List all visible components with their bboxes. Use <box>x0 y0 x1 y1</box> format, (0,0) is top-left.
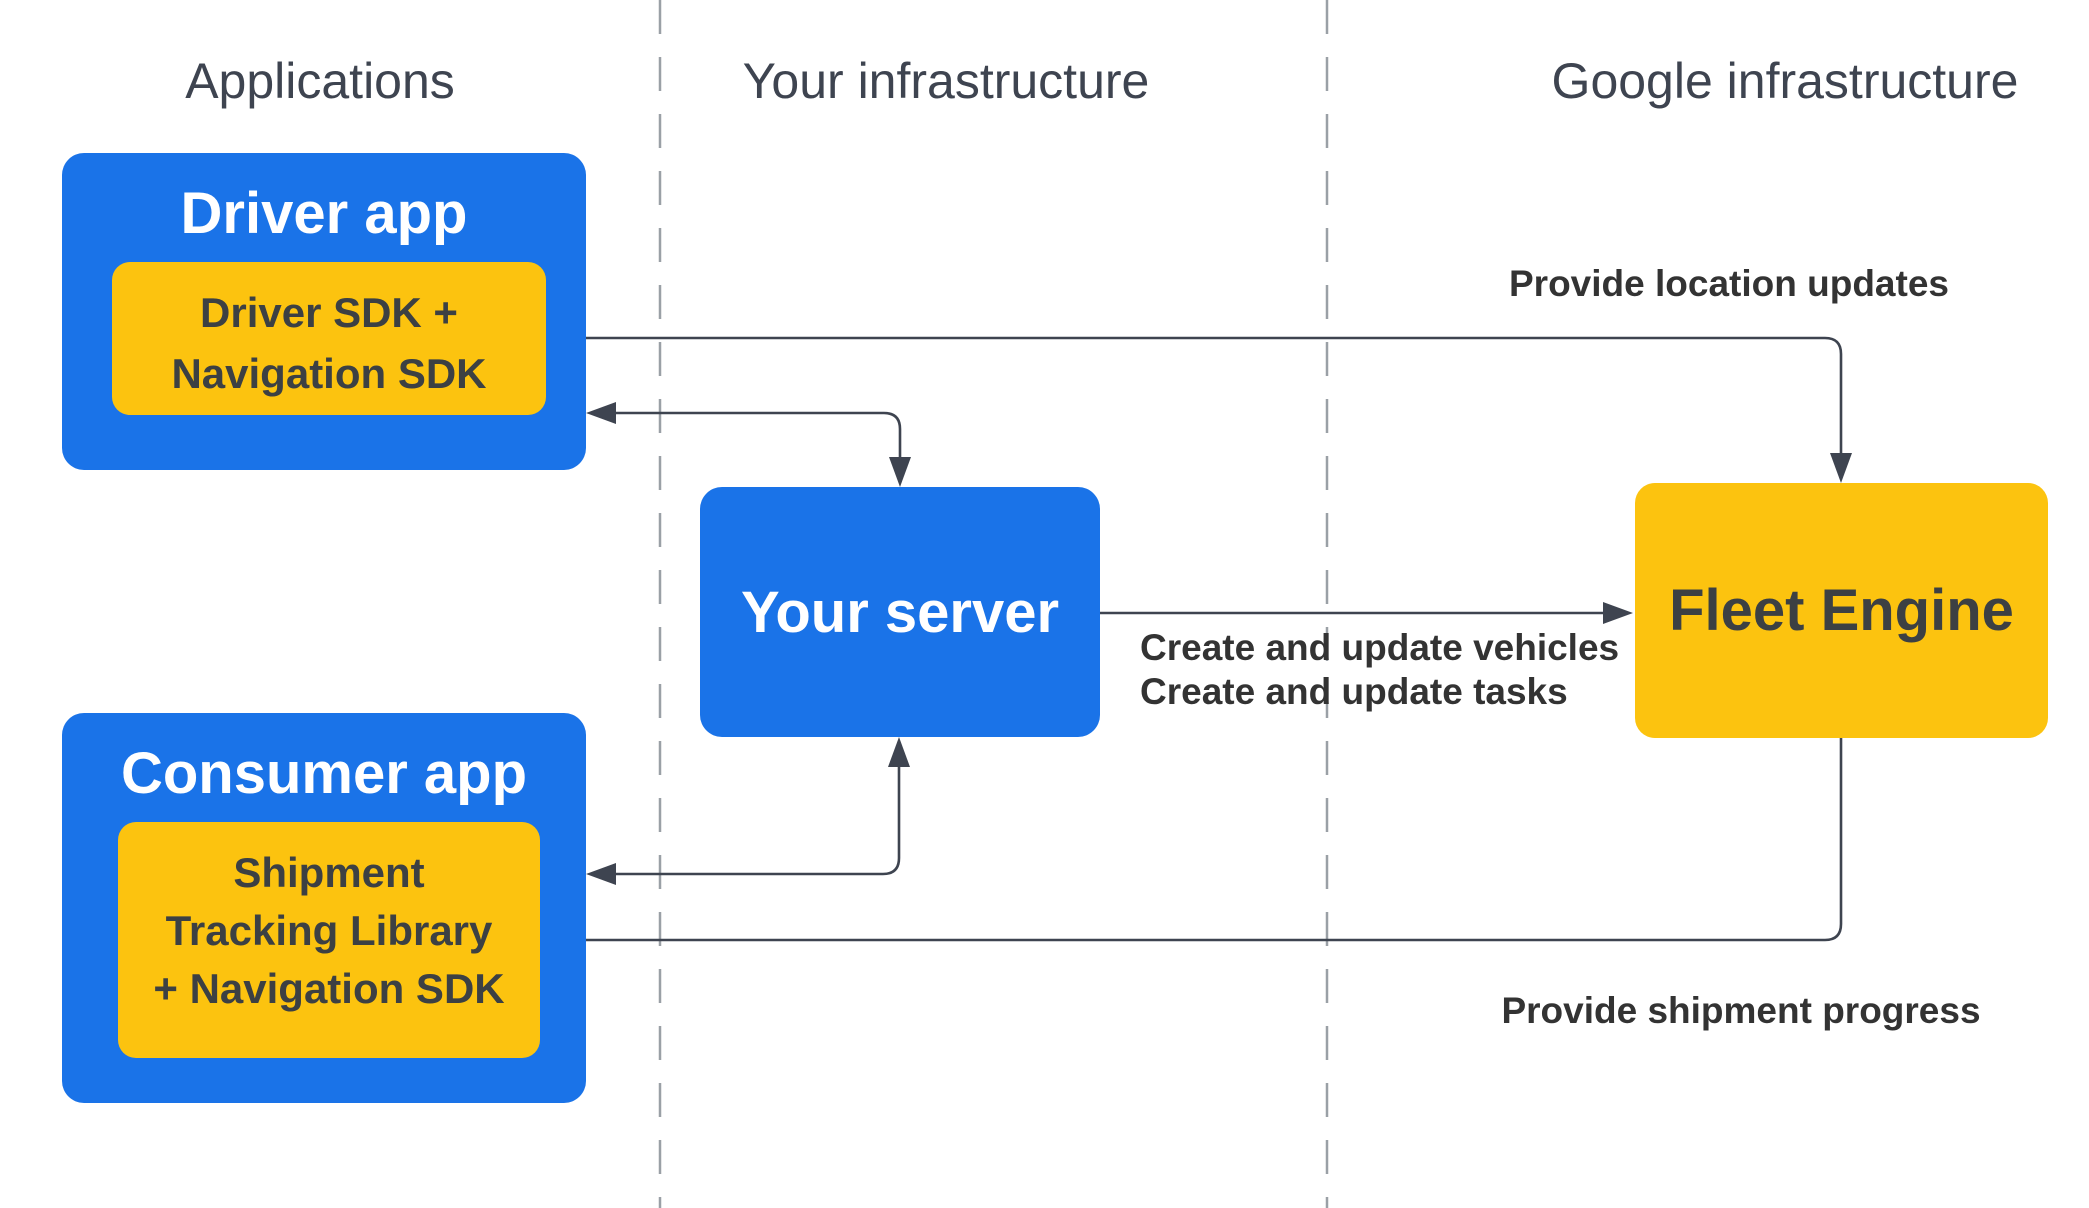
edge-provide-shipment-progress <box>549 738 1843 942</box>
edge-label-create-update-tasks: Create and update tasks <box>1140 671 1568 712</box>
consumer-app-title: Consumer app <box>120 741 528 806</box>
edge-consumer-app-your-server <box>590 741 901 876</box>
your-server-box: Your server <box>700 487 1100 737</box>
driver-sdk-box: Driver SDK + Navigation SDK <box>112 262 546 415</box>
driver-sdk-label-line2: Navigation SDK <box>171 350 487 397</box>
shipment-library-label-line1: Shipment <box>233 849 425 896</box>
shipment-library-label-line3: + Navigation SDK <box>153 965 505 1012</box>
edge-label-provide-location-updates: Provide location updates <box>1509 263 1949 304</box>
shipment-library-label-line2: Tracking Library <box>165 907 493 954</box>
arrowhead-into-your-server-top <box>889 457 911 487</box>
edge-driver-app-your-server <box>590 411 902 483</box>
arrowhead-into-fleet-engine-left <box>1603 602 1633 624</box>
consumer-app-box: Consumer app Shipment Tracking Library +… <box>62 713 586 1103</box>
arrowhead-into-your-server-bottom <box>888 737 910 767</box>
fleet-engine-box: Fleet Engine <box>1635 483 2048 738</box>
your-server-title: Your server <box>740 579 1060 645</box>
column-header-applications: Applications <box>185 53 455 109</box>
arrowhead-into-consumer-app <box>586 863 616 885</box>
shipment-tracking-library-box: Shipment Tracking Library + Navigation S… <box>118 822 540 1058</box>
edge-label-provide-shipment-progress: Provide shipment progress <box>1501 990 1981 1031</box>
arrowhead-into-driver-app <box>586 402 616 424</box>
edge-label-create-update-vehicles: Create and update vehicles <box>1140 627 1620 668</box>
arrowhead-into-fleet-engine-top <box>1830 453 1852 483</box>
driver-app-box: Driver app Driver SDK + Navigation SDK <box>62 153 586 470</box>
edge-provide-location-updates <box>549 336 1843 479</box>
fleet-engine-title: Fleet Engine <box>1669 578 2014 643</box>
column-header-google-infrastructure: Google infrastructure <box>1551 53 2019 109</box>
driver-sdk-label-line1: Driver SDK + <box>200 289 458 336</box>
column-header-your-infrastructure: Your infrastructure <box>742 53 1150 109</box>
driver-app-title: Driver app <box>180 181 468 246</box>
